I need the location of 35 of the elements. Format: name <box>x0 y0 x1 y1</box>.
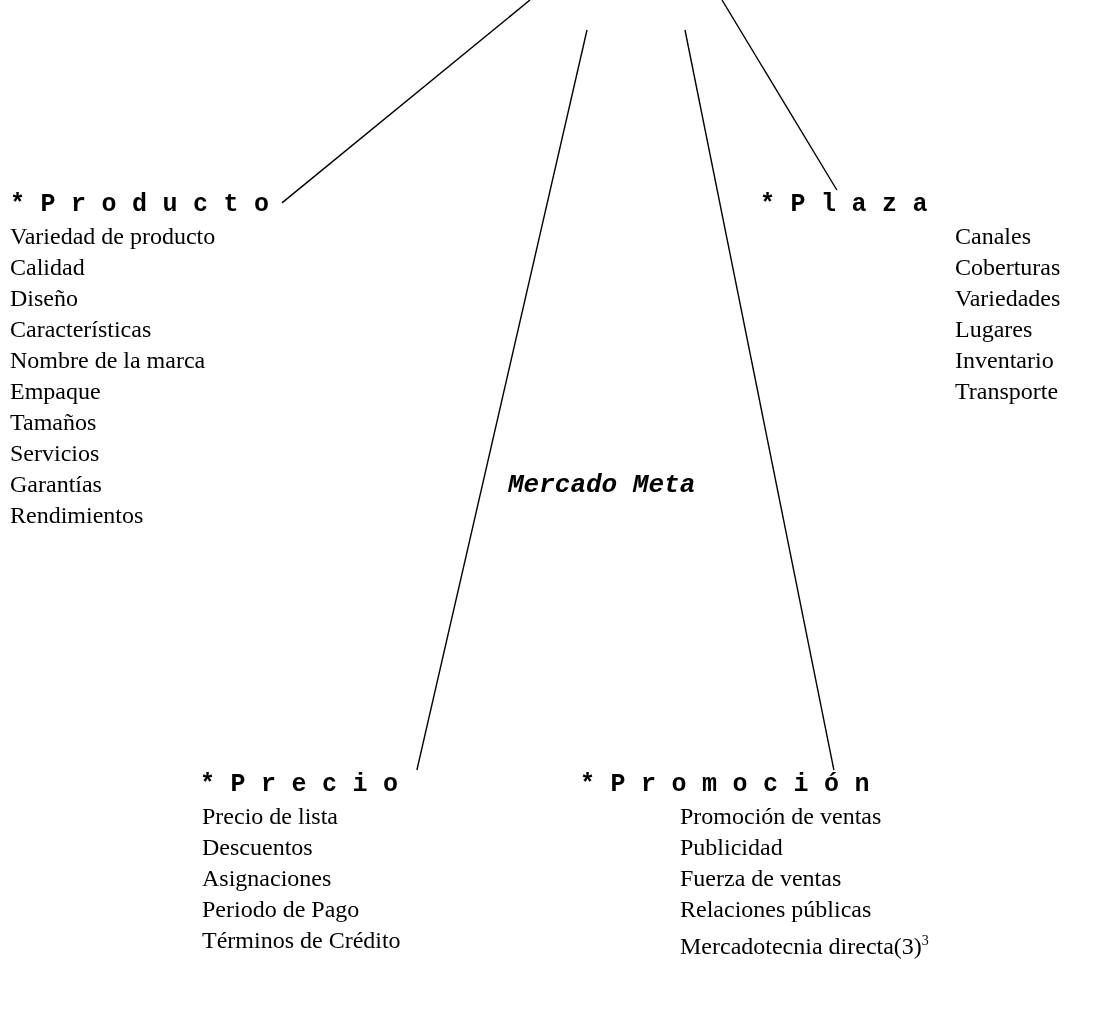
heading: *Promoción <box>580 770 886 799</box>
list-item: Relaciones públicas <box>680 895 872 924</box>
list-item: Tamaños <box>10 408 97 437</box>
list-item: Características <box>10 315 152 344</box>
list-item: Nombre de la marca <box>10 346 206 375</box>
list-item: Asignaciones <box>202 864 332 893</box>
list-item: Calidad <box>10 253 85 282</box>
list-item: Descuentos <box>202 833 313 862</box>
connector-line <box>684 29 835 771</box>
list-item: Inventario <box>955 346 1054 375</box>
heading: *Precio <box>200 770 414 799</box>
list-item: Rendimientos <box>10 501 144 530</box>
list-item: Garantías <box>10 470 102 499</box>
list-item: Variedades <box>955 284 1061 313</box>
list-item: Canales <box>955 222 1031 251</box>
list-item: Precio de lista <box>202 802 338 831</box>
list-item: Fuerza de ventas <box>680 864 842 893</box>
list-item: Servicios <box>10 439 100 468</box>
list-item: Empaque <box>10 377 101 406</box>
center-label: Mercado Meta <box>508 470 696 500</box>
list-item: Variedad de producto <box>10 222 216 251</box>
list-item: Publicidad <box>680 833 783 862</box>
list-item: Promoción de ventas <box>680 802 882 831</box>
list-item: Lugares <box>955 315 1033 344</box>
list-item: Coberturas <box>955 253 1061 282</box>
connector-line <box>721 0 838 191</box>
list-item: Periodo de Pago <box>202 895 360 924</box>
list-item: Diseño <box>10 284 78 313</box>
connector-line <box>416 29 588 771</box>
heading: *Plaza <box>760 190 943 219</box>
list-item: Mercadotecnia directa(3)$^{3}$ <box>680 932 929 961</box>
heading: *Producto <box>10 190 285 219</box>
list-item: Términos de Crédito <box>202 926 401 955</box>
connector-line <box>281 0 531 204</box>
list-item: Transporte <box>955 377 1059 406</box>
